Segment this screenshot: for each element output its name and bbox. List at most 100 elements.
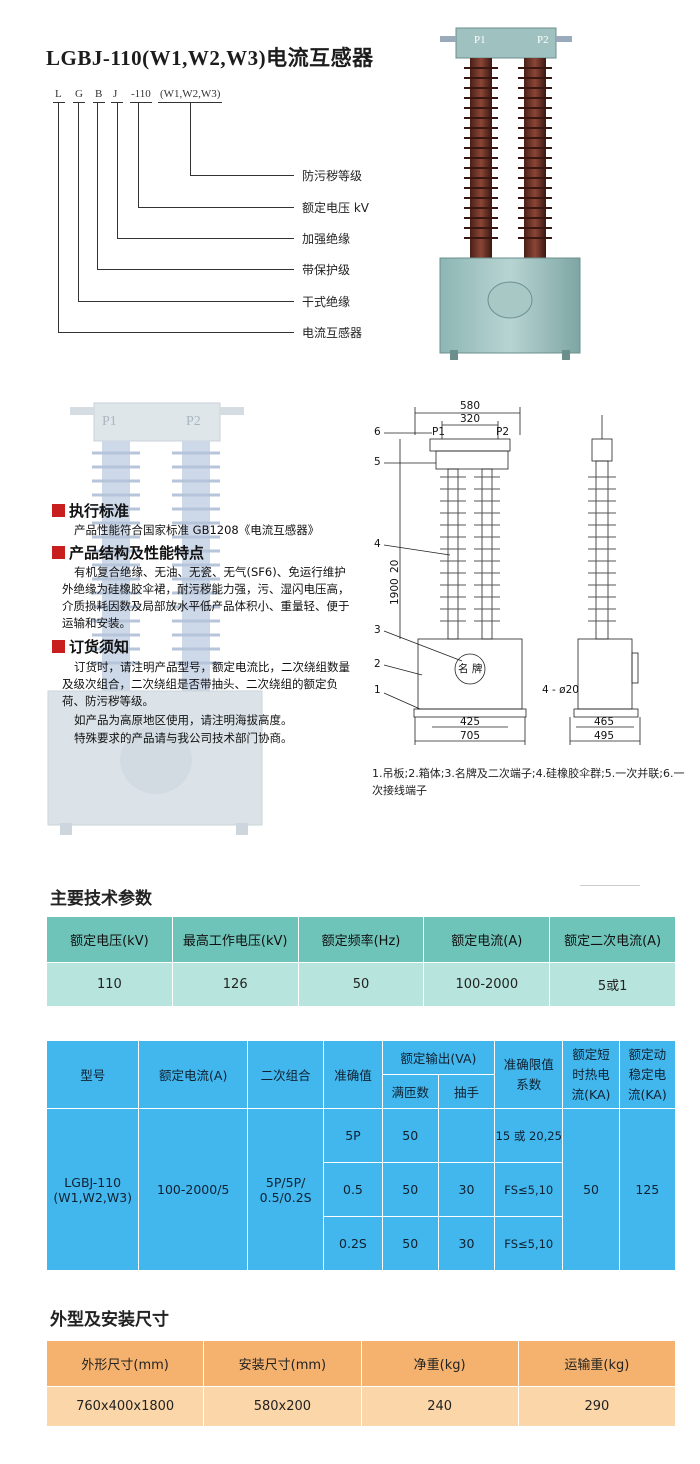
dim-705: 705 — [460, 730, 480, 742]
dims-table: 外形尺寸(mm) 安装尺寸(mm) 净重(kg) 运输重(kg) 760x400… — [45, 1340, 677, 1427]
legend-label: 带保护级 — [302, 263, 351, 277]
table-header: 额定电流(A) — [138, 1040, 248, 1109]
photo-label-p2: P2 — [537, 34, 549, 46]
section-features-heading: 产品结构及性能特点 — [52, 542, 204, 563]
callout-4: 4 — [374, 538, 381, 550]
legend-label: 额定电压 kV — [302, 201, 369, 215]
table-cell: 5P — [323, 1108, 383, 1163]
photo-label-p1: P1 — [474, 34, 486, 46]
terminal-p2: P2 — [496, 426, 509, 438]
table-cell: 30 — [437, 1162, 496, 1217]
table-header: 额定电流(A) — [423, 916, 551, 963]
faded-label-p2: P2 — [186, 414, 201, 429]
bullet-square-icon — [52, 504, 65, 517]
table-cell: 100-2000 — [423, 962, 551, 1007]
dim-425: 425 — [460, 716, 480, 728]
table-header: 准确值 — [323, 1040, 383, 1109]
dim-495: 495 — [594, 730, 614, 742]
table-cell: FS≤5,10 — [494, 1162, 564, 1217]
model-cell: LGBJ-110 (W1,W2,W3) — [45, 1108, 140, 1271]
table-header: 运输重(kg) — [517, 1340, 677, 1387]
dims-heading: 外型及安装尺寸 — [50, 1310, 169, 1330]
dim-465: 465 — [594, 716, 614, 728]
table-cell: 580x200 — [203, 1386, 362, 1427]
section-ordering-text2: 如产品为高原地区使用，请注明海拔高度。 — [74, 713, 293, 727]
code-part: G — [75, 88, 83, 100]
dim-20: 20 — [389, 560, 401, 573]
section-ordering-text1: 订货时，请注明产品型号，额定电流比，二次绕组数量及级次组合，二次绕组是否带抽头、… — [62, 660, 350, 708]
table-cell: 15 或 20,25 — [494, 1108, 564, 1163]
table-header: 净重(kg) — [360, 1340, 519, 1387]
faded-label-p1: P1 — [102, 414, 117, 429]
bullet-square-icon — [52, 640, 65, 653]
legend-label: 干式绝缘 — [302, 295, 351, 309]
dim-1900: 1900 — [389, 578, 401, 605]
main-params-table: 额定电压(kV) 最高工作电压(kV) 额定频率(Hz) 额定电流(A) 额定二… — [46, 916, 676, 1007]
dimension-drawing: 580 320 P1 P2 1900 20 名 牌 425 705 4 - ø2… — [374, 400, 641, 745]
table-header: 满匝数 — [381, 1074, 439, 1109]
table-cell: 50 — [381, 1216, 439, 1271]
table-header: 额定短时热电流(KA) — [562, 1040, 620, 1109]
table-cell: FS≤5,10 — [494, 1216, 564, 1271]
table-header: 安装尺寸(mm) — [203, 1340, 362, 1387]
legend-label: 防污秽等级 — [302, 169, 363, 183]
code-part: -110 — [131, 88, 151, 100]
section-features-text: 有机复合绝缘、无油、无瓷、无气(SF6)、免运行维护外绝缘为硅橡胶伞裙，耐污秽能… — [62, 565, 350, 630]
table-header: 额定频率(Hz) — [297, 916, 425, 963]
table-header: 二次组合 — [246, 1040, 325, 1109]
table-header: 额定输出(VA) — [381, 1040, 496, 1075]
table-cell: 50 — [381, 1162, 439, 1217]
section-ordering-text3: 特殊要求的产品请与我公司技术部门协商。 — [74, 731, 293, 745]
product-photo-faded — [47, 402, 263, 835]
section-standard-heading: 执行标准 — [52, 500, 129, 521]
legend-label: 电流互感器 — [302, 326, 363, 340]
nameplate-label: 名 牌 — [458, 662, 483, 675]
table-header: 额定二次电流(A) — [549, 916, 676, 963]
code-part: B — [95, 88, 103, 100]
callout-2: 2 — [374, 658, 381, 670]
callout-3: 3 — [374, 624, 381, 636]
table-cell: 30 — [437, 1216, 496, 1271]
page-title: LGBJ-110(W1,W2,W3)电流互感器 — [46, 46, 374, 70]
legend-label: 加强绝缘 — [302, 232, 351, 246]
product-photo-top — [439, 27, 581, 360]
table-cell: 240 — [360, 1386, 519, 1427]
table-cell: 0.5 — [323, 1162, 383, 1217]
terminal-p1: P1 — [432, 426, 445, 438]
code-part: J — [113, 88, 118, 100]
table-cell: 50 — [381, 1108, 439, 1163]
code-part: L — [55, 88, 62, 100]
table-header: 最高工作电压(kV) — [171, 916, 299, 963]
main-params-heading: 主要技术参数 — [50, 889, 152, 909]
model-table: 型号 额定电流(A) 二次组合 准确值 额定输出(VA) 准确限值系数 额定短时… — [45, 1040, 677, 1271]
table-header: 额定电压(kV) — [46, 916, 173, 963]
callout-5: 5 — [374, 456, 381, 468]
section-ordering-heading: 订货须知 — [52, 636, 129, 657]
current-cell: 100-2000/5 — [138, 1108, 248, 1271]
table-header: 外形尺寸(mm) — [45, 1340, 205, 1387]
callout-6: 6 — [374, 426, 381, 438]
callout-1: 1 — [374, 684, 381, 696]
table-cell — [437, 1108, 496, 1163]
drawing-caption: 1.吊板;2.箱体;3.名牌及二次端子;4.硅橡胶伞群;5.一次并联;6.一次接… — [372, 767, 685, 797]
dim-320: 320 — [460, 413, 480, 425]
table-cell: 290 — [517, 1386, 677, 1427]
table-cell: 110 — [46, 962, 173, 1007]
table-cell: 5或1 — [549, 962, 676, 1007]
table-header: 抽手 — [437, 1074, 496, 1109]
section-standard-text: 产品性能符合国家标准 GB1208《电流互感器》 — [74, 523, 320, 537]
table-cell: 760x400x1800 — [45, 1386, 205, 1427]
table-cell: 0.2S — [323, 1216, 383, 1271]
table-header: 准确限值系数 — [494, 1040, 564, 1109]
table-cell: 50 — [297, 962, 425, 1007]
combo-cell: 5P/5P/ 0.5/0.2S — [246, 1108, 325, 1271]
bullet-square-icon — [52, 546, 65, 559]
table-cell: 126 — [171, 962, 299, 1007]
table-header: 额定动稳定电流(KA) — [618, 1040, 677, 1109]
dim-holes: 4 - ø20 — [542, 684, 579, 696]
dim-580: 580 — [460, 400, 480, 412]
code-part: (W1,W2,W3) — [160, 88, 221, 100]
table-cell: 125 — [618, 1108, 677, 1271]
table-cell: 50 — [562, 1108, 620, 1271]
table-header: 型号 — [45, 1040, 140, 1109]
